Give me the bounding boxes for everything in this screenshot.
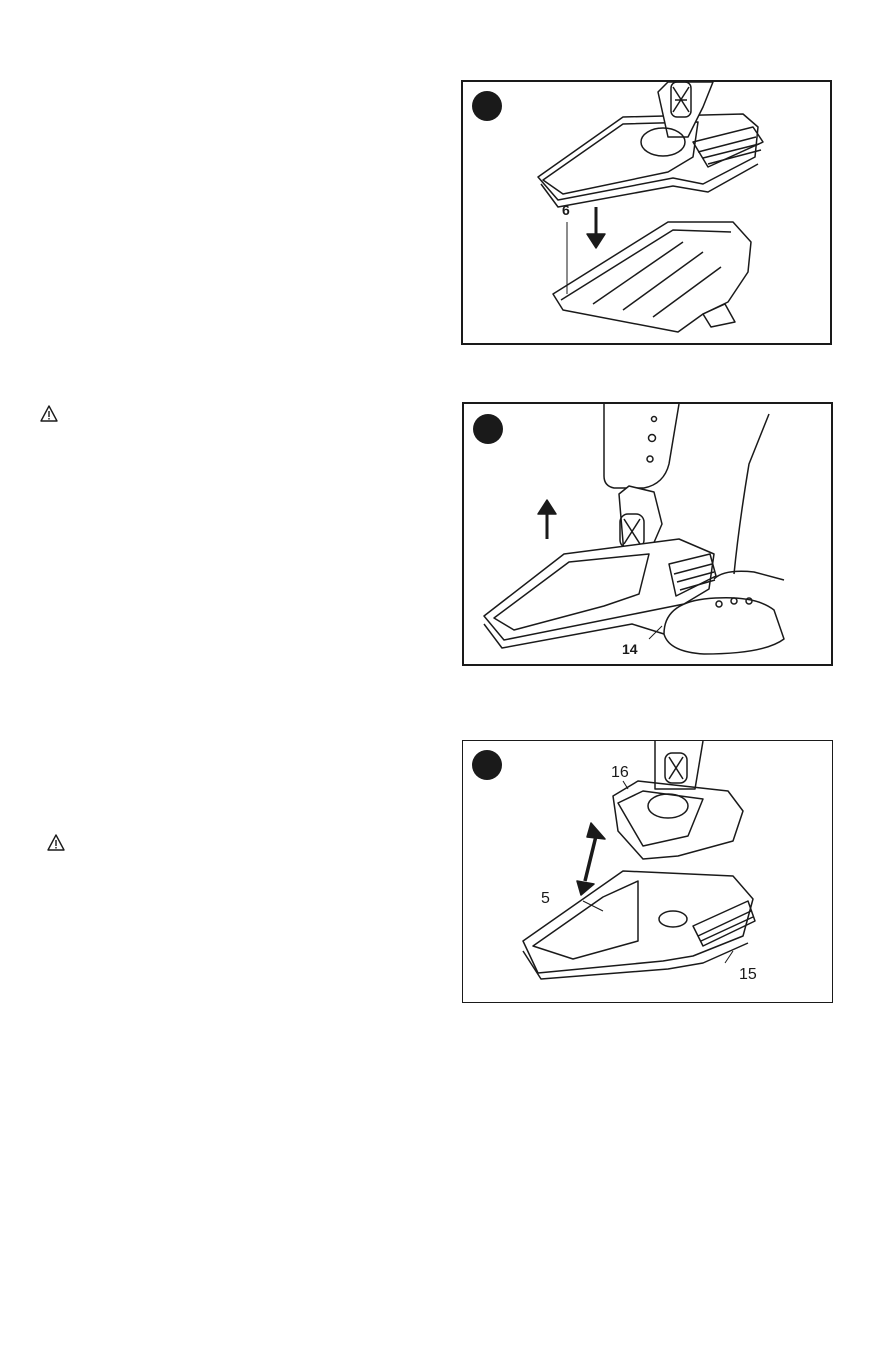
figure-separate-housing: 16 5 15 bbox=[462, 740, 833, 1003]
mop-head-illustration bbox=[463, 82, 834, 347]
mop-foot-illustration bbox=[464, 404, 835, 668]
callout-5: 5 bbox=[541, 891, 550, 907]
callout-6: 6 bbox=[562, 202, 570, 218]
housing-separation-illustration bbox=[463, 741, 834, 1004]
figure-lift-mop: 14 bbox=[462, 402, 833, 666]
figure-pad-removal: 6 bbox=[461, 80, 832, 345]
callout-14: 14 bbox=[622, 641, 638, 657]
warning-triangle-icon bbox=[40, 405, 58, 422]
callout-16: 16 bbox=[611, 765, 629, 781]
callout-15: 15 bbox=[739, 967, 757, 983]
warning-triangle-icon bbox=[47, 834, 65, 851]
